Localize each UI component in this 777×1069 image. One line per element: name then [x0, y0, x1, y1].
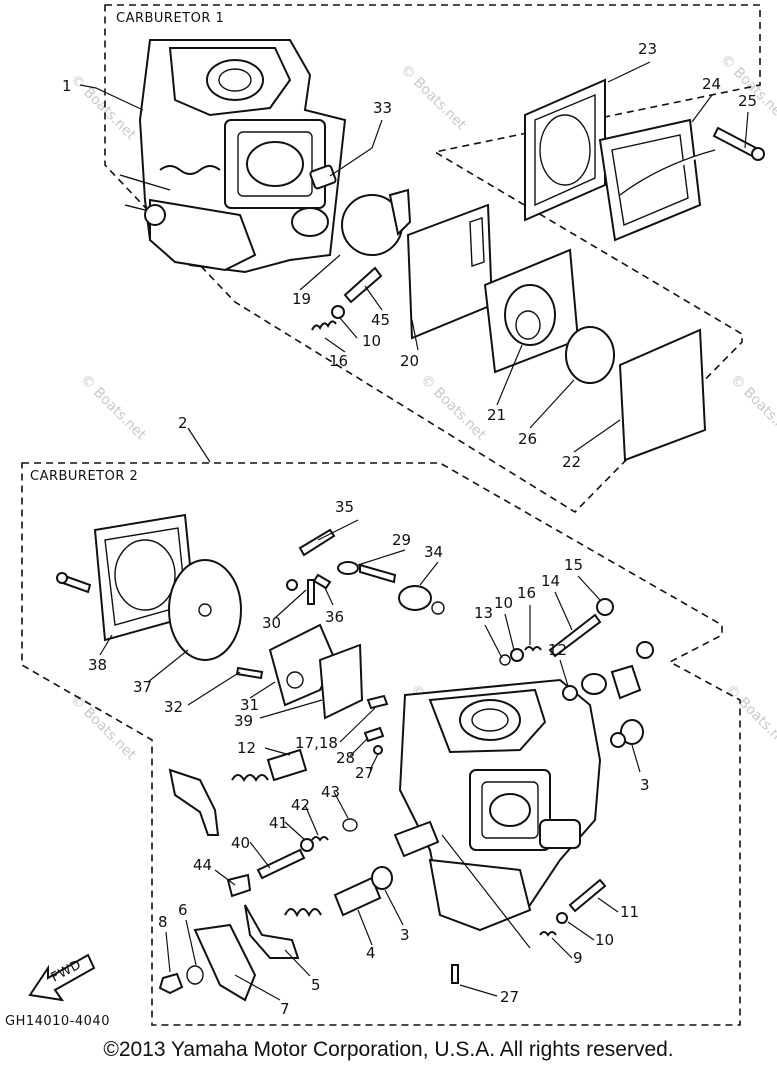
callout-27: 27: [355, 764, 374, 782]
callout-36: 36: [325, 608, 344, 626]
callout-44: 44: [193, 856, 212, 874]
callout-45: 45: [371, 311, 390, 329]
carburetor-2-parts: [56, 427, 654, 1002]
callout-5: 5: [311, 976, 321, 994]
callout-28: 28: [336, 749, 355, 767]
watermark: © Boats.net: [727, 372, 777, 444]
callout-8: 8: [158, 913, 168, 931]
callout-16: 16: [517, 584, 536, 602]
callout-6: 6: [178, 901, 188, 919]
callout-12: 12: [548, 641, 567, 659]
callout-13: 13: [474, 604, 493, 622]
callout-11: 11: [620, 903, 639, 921]
callout-4: 4: [366, 944, 376, 962]
callout-14: 14: [541, 572, 560, 590]
callout-43: 43: [321, 783, 340, 801]
callout-20: 20: [400, 352, 419, 370]
watermark: © Boats.net: [722, 682, 777, 754]
callout-39: 39: [234, 712, 253, 730]
callout-10: 10: [494, 594, 513, 612]
callout-22: 22: [562, 453, 581, 471]
watermark: © Boats.net: [397, 62, 469, 134]
carburetor-2-body: [393, 678, 602, 932]
callout-25: 25: [738, 92, 757, 110]
callout-12: 12: [237, 739, 256, 757]
callout-15: 15: [564, 556, 583, 574]
fwd-arrow: FWD: [28, 953, 96, 1002]
callout-3: 3: [400, 926, 410, 944]
callout-29: 29: [392, 531, 411, 549]
carburetor-2-title: CARBURETOR 2: [30, 469, 138, 484]
carburetor-1-body: [119, 39, 347, 274]
leader-lines: [99, 61, 749, 1001]
callout-21: 21: [487, 406, 506, 424]
watermark: © Boats.net: [67, 72, 139, 144]
callout-23: 23: [638, 40, 657, 58]
carburetor-1-parts: [79, 78, 765, 462]
callout-1: 1: [62, 77, 72, 95]
callout-38: 38: [88, 656, 107, 674]
callout-41: 41: [269, 814, 288, 832]
callout-42: 42: [291, 796, 310, 814]
callout-26: 26: [518, 430, 537, 448]
callout-2: 2: [178, 414, 188, 432]
callout-37: 37: [133, 678, 152, 696]
callout-19: 19: [292, 290, 311, 308]
callout-30: 30: [262, 614, 281, 632]
callout-9: 9: [573, 949, 583, 967]
callout-27: 27: [500, 988, 519, 1006]
callout-10: 10: [595, 931, 614, 949]
watermark: © Boats.net: [417, 372, 489, 444]
copyright-notice: ©2013 Yamaha Motor Corporation, U.S.A. A…: [103, 1038, 674, 1061]
diagram-code: GH14010-4040: [5, 1014, 110, 1029]
callout-3: 3: [640, 776, 650, 794]
carburetor-2-boundary: [21, 462, 741, 1026]
watermark: © Boats.net: [67, 692, 139, 764]
callout-31: 31: [240, 696, 259, 714]
callout-10: 10: [362, 332, 381, 350]
callout-35: 35: [335, 498, 354, 516]
callout-24: 24: [702, 75, 721, 93]
callout-7: 7: [280, 1000, 290, 1018]
callout-40: 40: [231, 834, 250, 852]
callout-labels: 1 2 3 3 4 5 6 7 8 9 10 10 10 11 12 12 13…: [62, 40, 757, 1018]
callout-34: 34: [424, 543, 443, 561]
carburetor-1-title: CARBURETOR 1: [116, 11, 224, 26]
watermark: © Boats.net: [77, 372, 149, 444]
callout-17-18: 17,18: [295, 734, 338, 752]
callout-16: 16: [329, 352, 348, 370]
callout-33: 33: [373, 99, 392, 117]
callout-32: 32: [164, 698, 183, 716]
